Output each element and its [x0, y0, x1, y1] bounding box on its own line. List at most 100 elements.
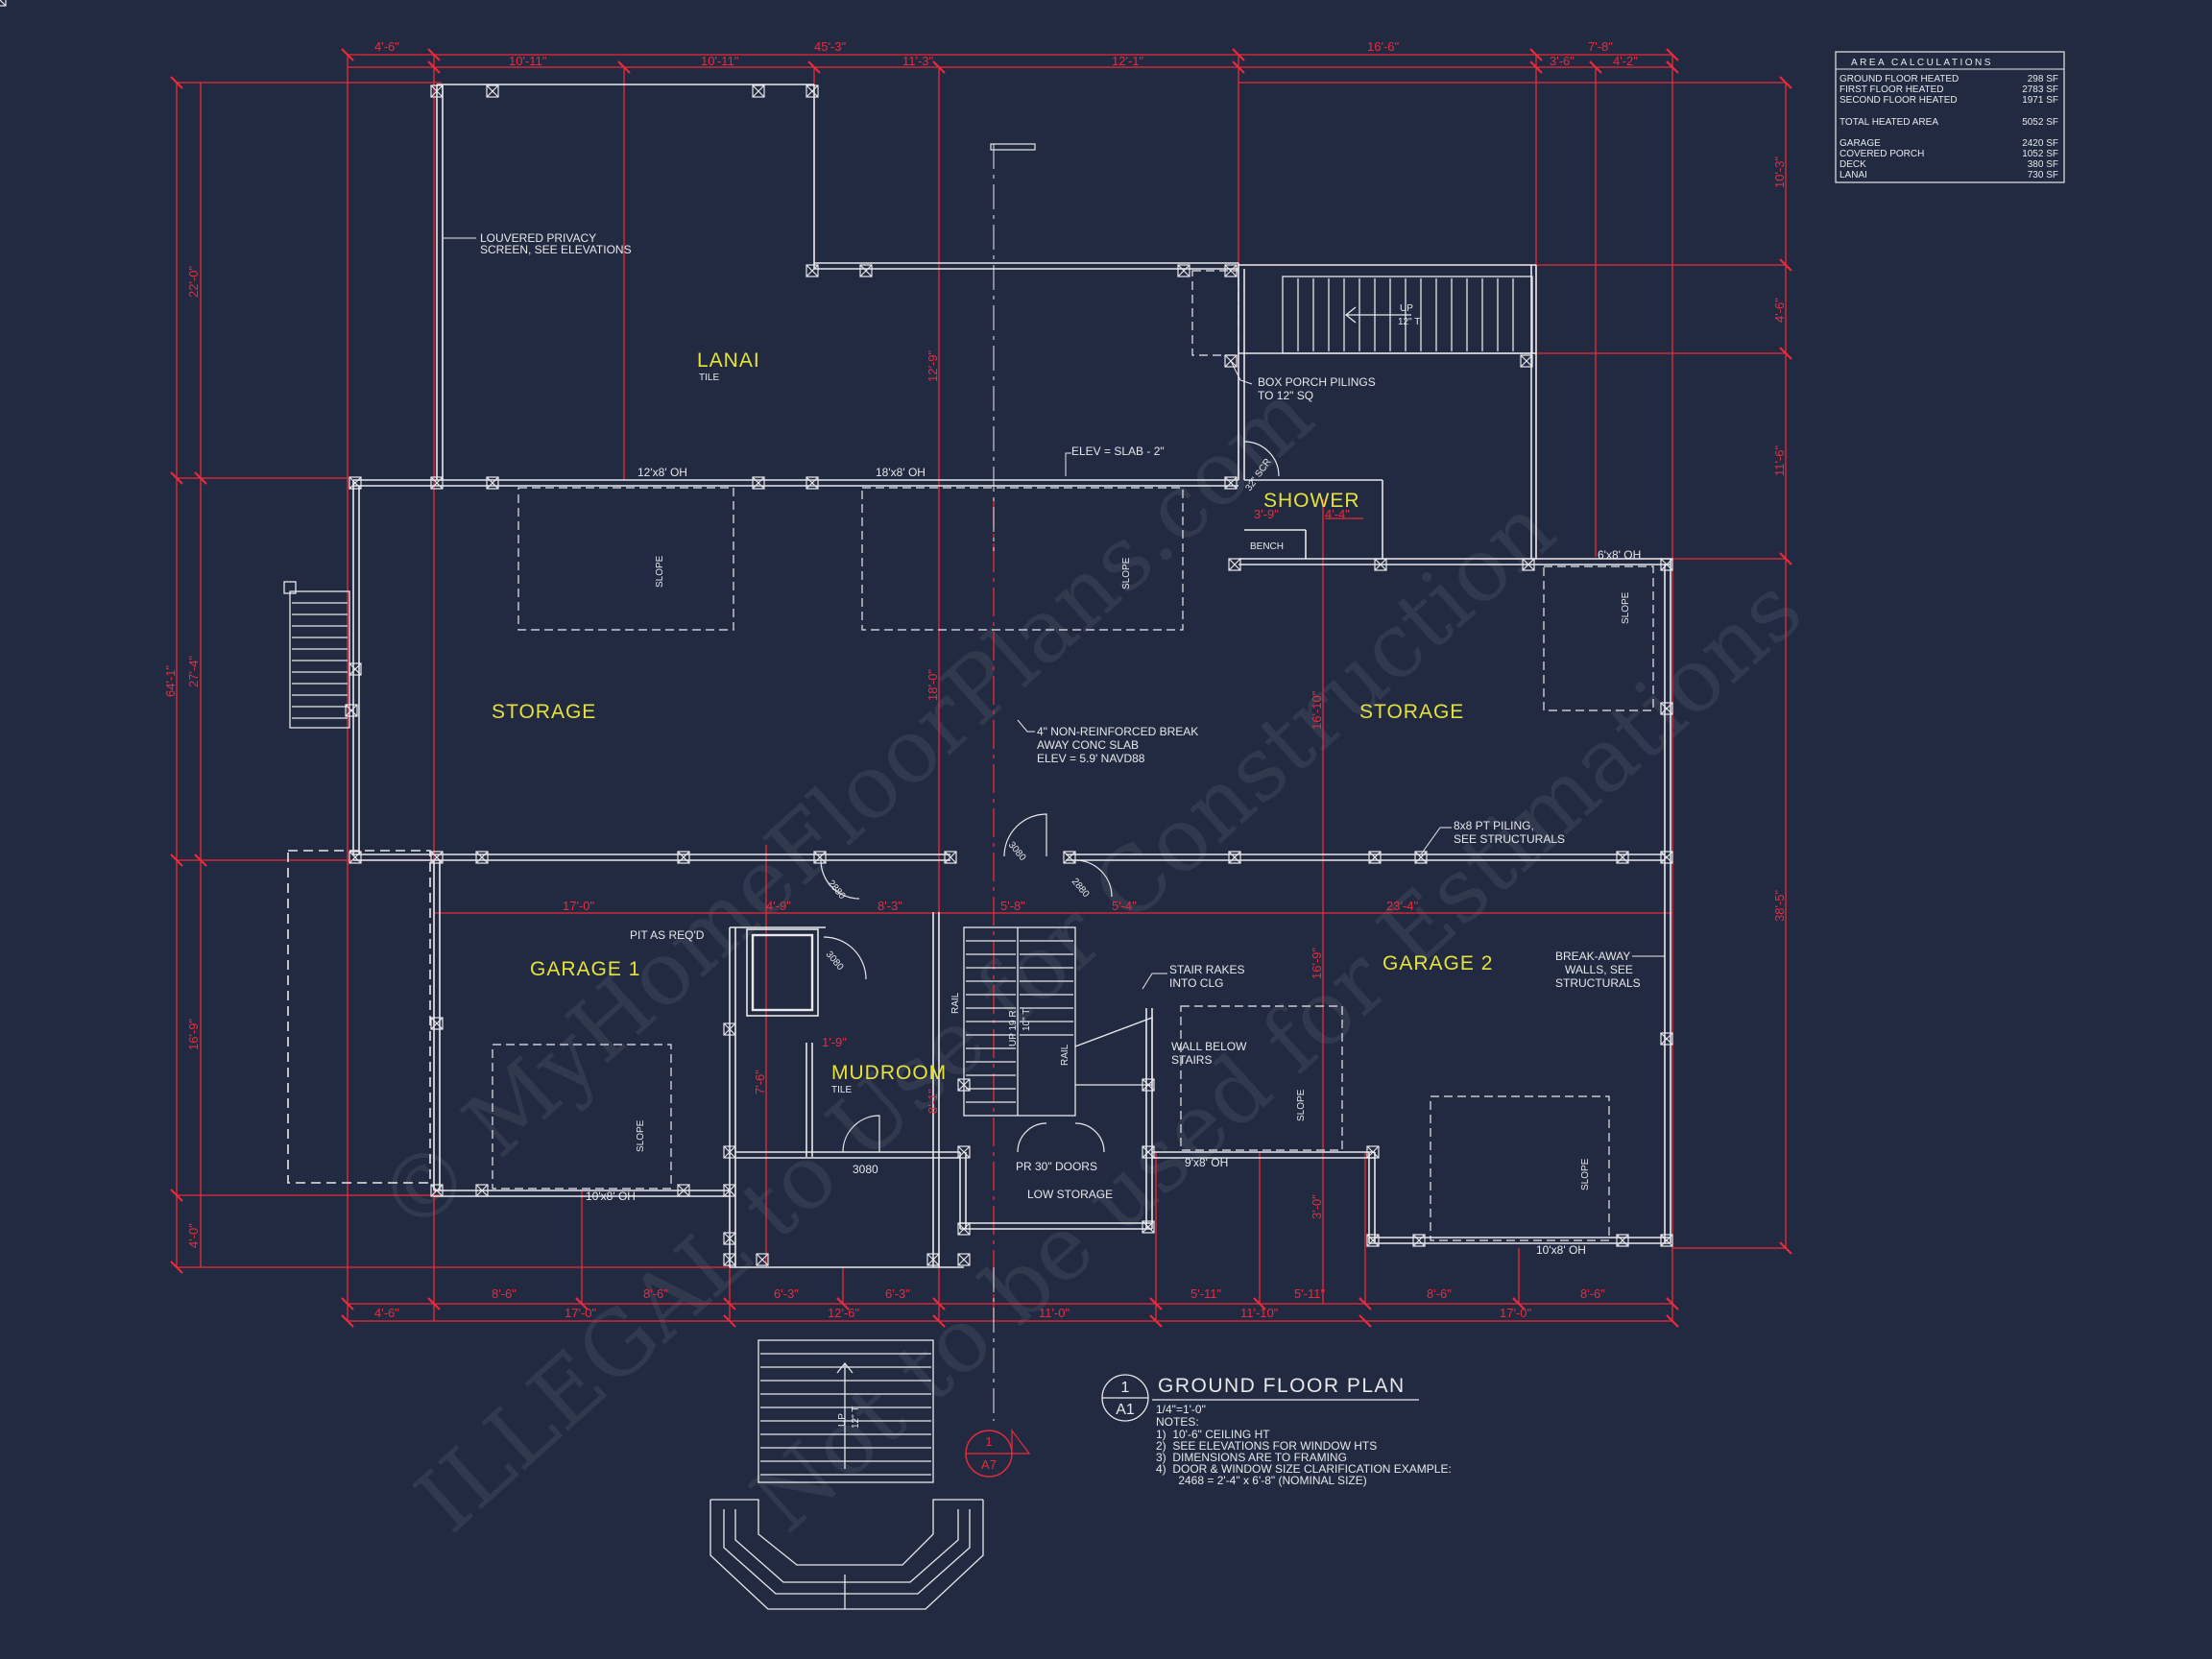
mudroom-finish: TILE	[831, 1085, 852, 1095]
dim-int-1: 12'-9"	[926, 349, 940, 382]
dim-left-2: 64'-1"	[163, 664, 178, 697]
dim-bot2-1: 4'-6"	[374, 1306, 399, 1320]
dim-int-3: 16'-10"	[1310, 690, 1324, 730]
label-oh-12x8: 12'x8' OH	[637, 466, 687, 479]
dim-top2-6: 4'-2"	[1613, 54, 1638, 68]
plan-notes: LOUVERED PRIVACY SCREEN, SEE ELEVATIONS …	[444, 231, 1665, 1429]
dim-bot-1: 8'-6"	[492, 1286, 517, 1301]
note-breakaway-1: BREAK-AWAY	[1555, 950, 1630, 963]
dim-bot2-6: 17'-0"	[1500, 1306, 1532, 1320]
note-pr-doors: PR 30" DOORS	[1016, 1160, 1097, 1173]
area-row-label: DECK	[1839, 159, 1866, 170]
note-wall-below-1: WALL BELOW	[1171, 1040, 1247, 1053]
dim-bot-7: 8'-6"	[1427, 1286, 1452, 1301]
area-row-label: FIRST FLOOR HEATED	[1839, 84, 1944, 95]
note-elev-slab: ELEV = SLAB - 2"	[1071, 445, 1165, 458]
label-door-3080-c: 3080	[853, 1163, 878, 1176]
door-swings	[820, 441, 1280, 1153]
note-stair-rakes-2: INTO CLG	[1169, 976, 1223, 990]
area-table-title: AREA CALCULATIONS	[1851, 58, 1993, 68]
label-slope-6: SLOPE	[1580, 1158, 1591, 1190]
plan-note-1: 1) 10'-6" CEILING HT	[1156, 1428, 1270, 1441]
note-box-porch-1: BOX PORCH PILINGS	[1258, 375, 1376, 389]
skylight-bar	[990, 143, 1036, 151]
area-row-label: SECOND FLOOR HEATED	[1839, 95, 1958, 106]
label-door-3080-a: 3080	[1006, 840, 1028, 863]
dim-right-1: 10'-3"	[1772, 156, 1787, 188]
note-breakaway-3: STRUCTURALS	[1555, 976, 1641, 990]
label-up-19r: UP 19 R	[1008, 1010, 1019, 1046]
area-row-value: 1052 SF	[2022, 149, 2058, 159]
dim-left-3: 27'-4"	[186, 655, 201, 687]
dim-top2-1: 10'-11"	[509, 54, 547, 68]
label-oh-18x8: 18'x8' OH	[876, 466, 926, 479]
dim-int-13: 8'-1"	[926, 1089, 940, 1114]
note-breakaway-2: WALLS, SEE	[1565, 963, 1633, 976]
plan-title: GROUND FLOOR PLAN	[1158, 1375, 1406, 1397]
stairs	[283, 276, 1533, 1610]
area-row-label: TOTAL HEATED AREA	[1839, 117, 1938, 128]
label-slope-5: SLOPE	[1296, 1089, 1307, 1121]
plan-note-2: 2) SEE ELEVATIONS FOR WINDOW HTS	[1156, 1439, 1377, 1453]
dim-right-3: 11'-6"	[1772, 445, 1787, 476]
room-label-mudroom: MUDROOM	[831, 1062, 947, 1084]
note-stair-rakes-1: STAIR RAKES	[1169, 963, 1244, 976]
area-row-value: 1971 SF	[2022, 95, 2058, 106]
dim-int-10: 16'-9"	[1310, 947, 1324, 979]
dim-bot-6: 5'-11"	[1294, 1286, 1326, 1301]
dim-bot2-4: 11'-0"	[1039, 1306, 1070, 1320]
label-rail-left: RAIL	[950, 992, 961, 1014]
note-slab-3: ELEV = 5.9' NAVD88	[1037, 752, 1145, 765]
pilings	[0, 0, 1673, 1266]
label-oh-6x8: 6'x8' OH	[1598, 548, 1641, 562]
area-row-value: 5052 SF	[2022, 117, 2058, 128]
label-slope-2: SLOPE	[1121, 557, 1132, 589]
dim-top-3: 16'-6"	[1367, 39, 1400, 54]
note-louvered-1: LOUVERED PRIVACY	[480, 231, 596, 245]
room-label-storage-right: STORAGE	[1359, 701, 1464, 723]
dim-left-4: 16'-9"	[186, 1018, 201, 1050]
dim-bot2-5: 11'-10"	[1240, 1306, 1279, 1320]
area-row-label: GROUND FLOOR HEATED	[1839, 74, 1959, 84]
dim-bot-4: 6'-3"	[885, 1286, 910, 1301]
dimension-labels: 4'-6" 45'-3" 16'-6" 7'-8" 10'-11" 10'-11…	[163, 39, 1787, 1320]
note-piling-1: 8x8 PT PILING,	[1454, 819, 1534, 832]
note-box-porch-2: TO 12" SQ	[1258, 389, 1313, 402]
area-row-label: GARAGE	[1839, 138, 1881, 149]
dim-top2-2: 10'-11"	[701, 54, 739, 68]
label-oh-10x8-left: 10'x8' OH	[586, 1190, 636, 1203]
area-row-label: COVERED PORCH	[1839, 149, 1924, 159]
room-label-storage-left: STORAGE	[492, 701, 596, 723]
dim-int-16: 4'-4"	[1325, 507, 1350, 521]
lanai-finish: TILE	[699, 373, 719, 383]
label-up-10t: 10" T	[1022, 1009, 1032, 1031]
room-label-shower: SHOWER	[1263, 490, 1360, 512]
dim-right-2: 4'-6"	[1772, 298, 1787, 323]
dim-left-5: 4'-0"	[186, 1223, 201, 1248]
note-pit: PIT AS REQ'D	[630, 928, 705, 942]
plan-scale: 1/4"=1'-0"	[1156, 1403, 1206, 1416]
dim-int-11: 1'-9"	[822, 1035, 847, 1049]
dim-int-6: 8'-3"	[878, 899, 902, 913]
dim-left-1: 22'-0"	[186, 265, 201, 298]
plan-note-3: 3) DIMENSIONS ARE TO FRAMING	[1156, 1451, 1347, 1464]
area-row-value: 2420 SF	[2022, 138, 2058, 149]
room-label-garage-1: GARAGE 1	[530, 958, 640, 980]
area-calculations-table: AREA CALCULATIONS GROUND FLOOR HEATED 29…	[1835, 51, 2065, 183]
label-up-front: UP	[837, 1413, 848, 1427]
dim-int-8: 5'-4"	[1112, 899, 1137, 913]
dim-top2-3: 11'-3"	[902, 54, 934, 68]
label-up-rear-val: 12" T	[1398, 317, 1420, 327]
dim-bot-5: 5'-11"	[1190, 1286, 1222, 1301]
dim-int-9: 23'-4"	[1386, 899, 1419, 913]
label-up-rear: UP	[1400, 303, 1413, 314]
dim-int-2: 18'-0"	[926, 668, 940, 701]
section-marker: 1 A7	[965, 1429, 1031, 1478]
label-up-front-val: 12" T	[851, 1407, 861, 1429]
area-row-label: LANAI	[1839, 170, 1867, 180]
dim-int-5: 4'-9"	[766, 899, 791, 913]
dim-int-7: 5'-8"	[1000, 899, 1025, 913]
dim-top-4: 7'-8"	[1588, 39, 1613, 54]
area-row-value: 730 SF	[2028, 170, 2058, 180]
dim-bot-2: 8'-6"	[643, 1286, 668, 1301]
